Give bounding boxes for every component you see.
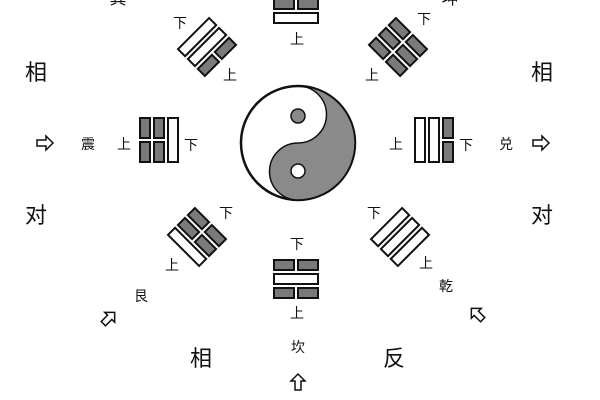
yang-line [389,226,431,268]
yin-line-segment [273,0,295,10]
label-dui-right: 对 [531,204,553,229]
marker-upper: 上 [290,306,304,322]
label-kun-partial: 坤 [442,0,459,9]
yin-line-segment [213,36,238,61]
yin-line-segment [297,287,319,299]
yin-line-segment [404,33,429,58]
marker-upper: 上 [419,256,433,272]
label-gen: 艮 [134,289,148,305]
yang-line [273,273,319,285]
yang-line [428,117,440,163]
yin-line-segment [153,117,165,139]
yin-line-segment [387,16,412,41]
trigram-dui [414,117,454,163]
yin-line-segment [297,259,319,271]
yang-line [379,216,421,258]
arrow-up-right-icon [97,306,121,330]
yang-line [166,226,208,268]
marker-lower: 下 [219,206,233,222]
yin-line-segment [367,36,392,61]
arrow-right-icon [532,135,550,151]
label-xiang-bottom: 相 [190,347,212,372]
label-xiang-left: 相 [25,61,47,86]
label-xun-partial: 巽 [110,0,127,9]
marker-upper: 上 [290,32,304,48]
taiji-dark-dot [290,108,306,124]
arrow-up-left-icon [465,302,489,326]
label-zhen: 震 [81,137,95,153]
marker-lower: 下 [184,138,198,154]
yin-line-segment [442,117,454,139]
marker-upper: 上 [365,68,379,84]
trigram-top [273,0,319,24]
yin-yang-symbol [239,84,357,202]
yin-line-segment [139,117,151,139]
arrow-up-icon [290,373,306,391]
yin-line-segment [153,141,165,163]
trigram-kan [273,259,319,299]
yin-line-segment [196,53,221,78]
label-qian: 乾 [439,279,453,295]
trigram-top-right [367,16,429,78]
label-dui-left: 对 [25,204,47,229]
yin-line-segment [297,0,319,10]
marker-upper: 上 [389,137,403,153]
yin-line-segment [442,141,454,163]
label-fan-bottom: 反 [383,347,405,372]
trigram-gen [166,206,228,268]
yang-line [167,117,179,163]
yang-line [369,206,411,248]
marker-upper: 上 [165,258,179,274]
yin-line-segment [377,26,402,51]
marker-lower: 下 [417,12,431,28]
yin-line-segment [384,53,409,78]
yin-line-segment [176,216,201,241]
yin-line-segment [273,259,295,271]
trigram-qian [369,206,431,268]
arrow-right-icon [36,135,54,151]
yin-line-segment [203,223,228,248]
marker-lower: 下 [290,237,304,253]
yin-line-segment [273,287,295,299]
yin-line-segment [139,141,151,163]
yang-line [414,117,426,163]
marker-lower: 下 [459,138,473,154]
yang-line [186,26,228,68]
taiji-light-dot [290,163,306,179]
yin-line-segment [394,43,419,68]
marker-upper: 上 [117,137,131,153]
trigram-zhen [139,117,179,163]
yang-line [176,16,218,58]
trigram-top-left [176,16,238,78]
yang-line [273,12,319,24]
label-kan: 坎 [291,340,305,356]
yin-line-segment [186,206,211,231]
marker-upper: 上 [223,68,237,84]
label-xiang-right: 相 [531,61,553,86]
label-dui: 兑 [499,137,513,153]
marker-lower: 下 [367,206,381,222]
yin-line-segment [193,233,218,258]
marker-lower: 下 [173,16,187,32]
